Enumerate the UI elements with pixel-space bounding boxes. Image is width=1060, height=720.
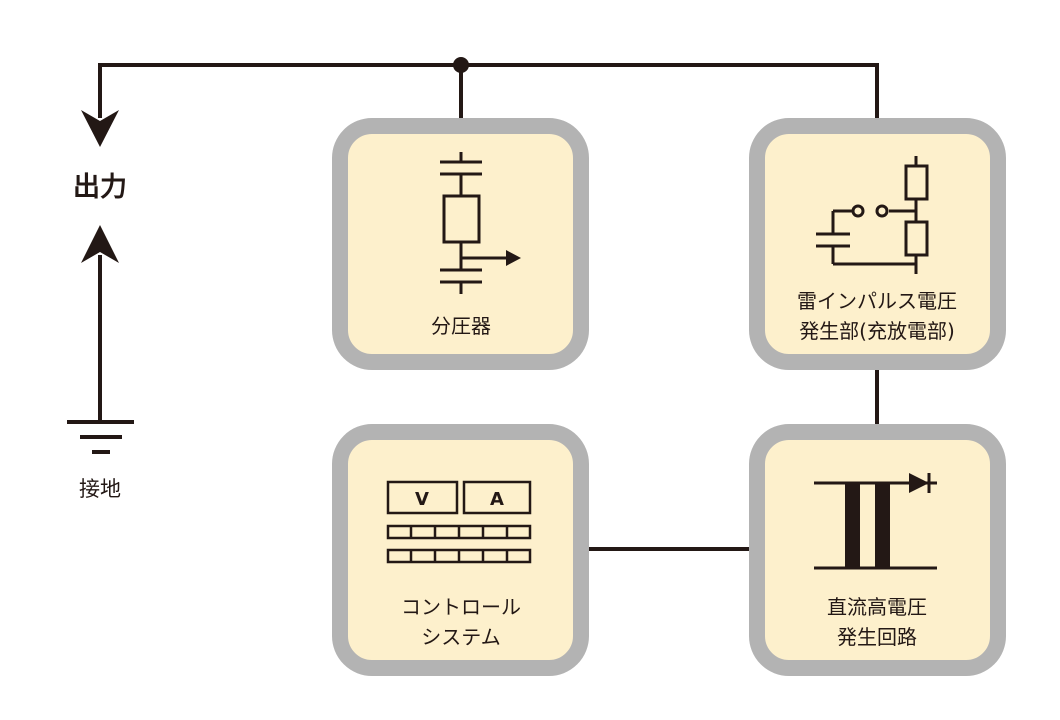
dc-label-line1: 直流高電圧 bbox=[827, 595, 927, 619]
ground-label: 接地 bbox=[79, 477, 121, 501]
ammeter-box bbox=[462, 480, 532, 515]
impulse-circuit-symbol-icon bbox=[816, 156, 929, 274]
diode-icon bbox=[909, 473, 929, 493]
transformer-diode-symbol-icon bbox=[814, 473, 937, 570]
voltmeter-box bbox=[386, 480, 459, 515]
divider-output-arrow-icon bbox=[506, 250, 521, 266]
dc-label-line2: 発生回路 bbox=[837, 625, 917, 649]
control-label-line1: コントロール bbox=[401, 595, 521, 619]
ground-arrow-up-icon bbox=[81, 225, 119, 263]
impulse-label-line2: 発生部(充放電部) bbox=[799, 319, 955, 343]
wiring bbox=[98, 63, 879, 551]
output-label: 出力 bbox=[73, 172, 127, 203]
divider-label: 分圧器 bbox=[431, 314, 491, 338]
output-arrow-down-icon bbox=[81, 110, 119, 147]
ground-icon bbox=[67, 420, 134, 454]
impulse-generator-box bbox=[749, 118, 1006, 370]
junction-dot bbox=[453, 57, 469, 73]
meter-a-label: A bbox=[490, 489, 504, 510]
control-label-line2: システム bbox=[421, 625, 500, 649]
impulse-label-line1: 雷インパルス電圧 bbox=[797, 289, 957, 313]
control-panel-icon bbox=[386, 480, 532, 564]
voltage-divider-symbol-icon bbox=[440, 152, 508, 294]
meter-v-label: V bbox=[415, 489, 429, 510]
